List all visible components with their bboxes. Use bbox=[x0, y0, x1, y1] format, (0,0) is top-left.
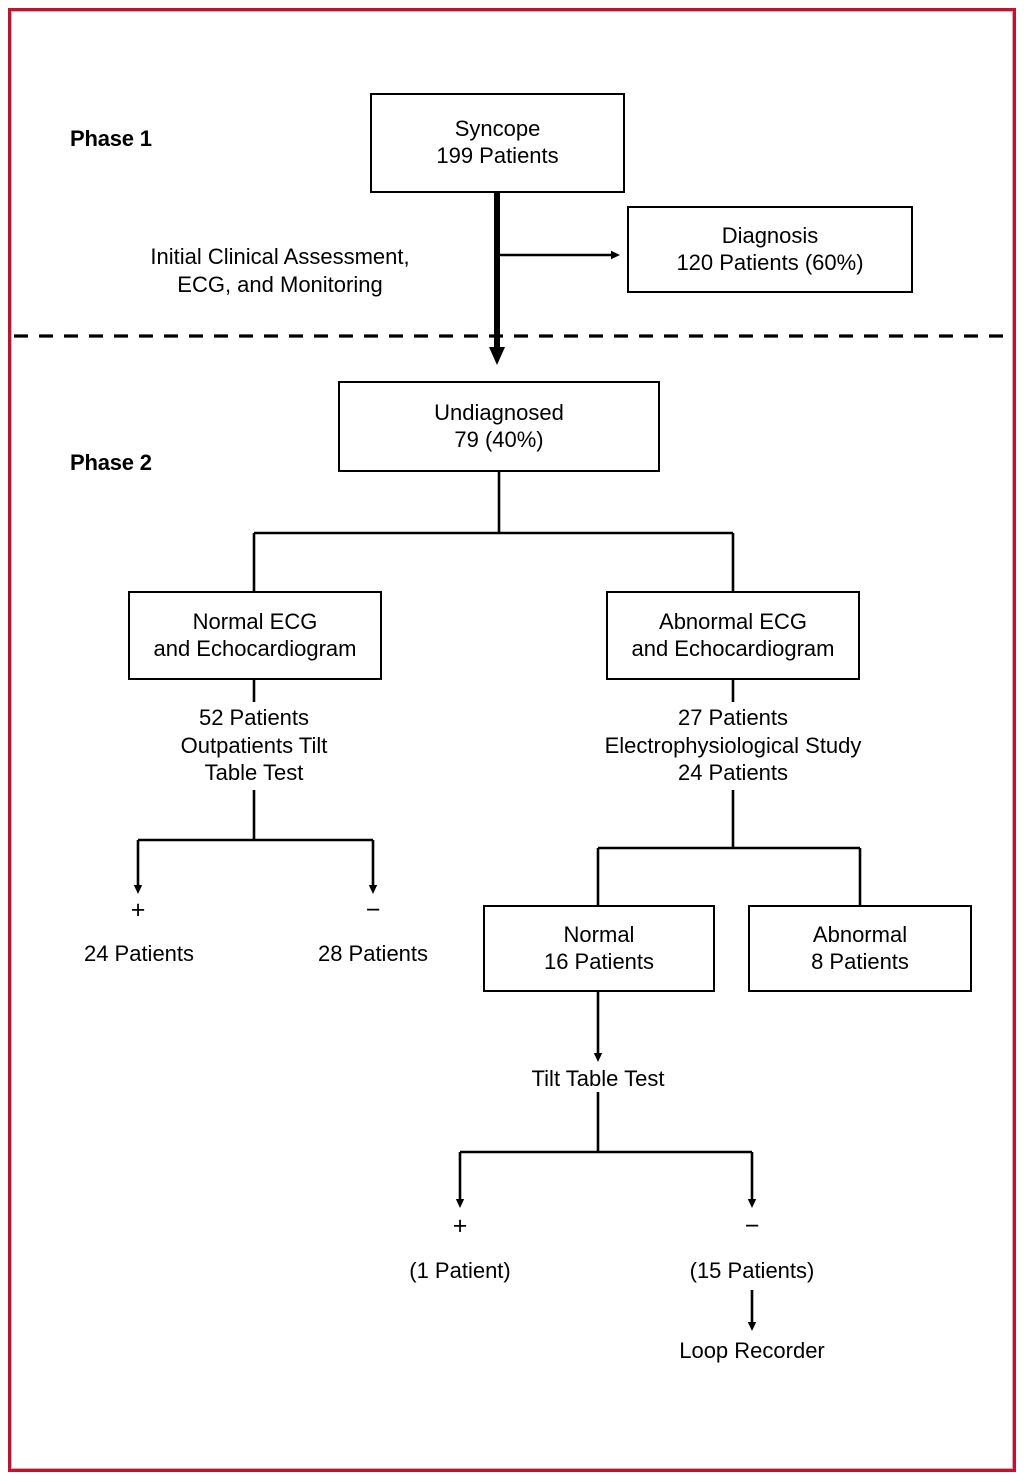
bottom-positive-sign: + bbox=[452, 1212, 468, 1240]
node-diagnosis-line2: 120 Patients (60%) bbox=[676, 249, 864, 275]
annotation-initial-assessment: Initial Clinical Assessment, ECG, and Mo… bbox=[135, 243, 425, 298]
annotation-tilt-table-test: Tilt Table Test bbox=[531, 1066, 665, 1091]
node-abnormal-ecg-line1: Abnormal ECG bbox=[659, 608, 807, 634]
phase-1-label: Phase 1 bbox=[70, 126, 152, 151]
node-abnormal-ecg[interactable]: Abnormal ECG and Echocardiogram bbox=[606, 591, 860, 680]
node-syncope[interactable]: Syncope 199 Patients bbox=[370, 93, 625, 193]
annotation-right-detail-line1: 27 Patients bbox=[677, 705, 789, 730]
bottom-negative-count: (15 Patients) bbox=[689, 1258, 815, 1283]
annotation-initial-assessment-line1: Initial Clinical Assessment, bbox=[150, 244, 410, 269]
left-positive-sign: + bbox=[130, 896, 146, 924]
annotation-loop-recorder: Loop Recorder bbox=[679, 1338, 825, 1363]
node-normal-ecg-line2: and Echocardiogram bbox=[153, 635, 357, 661]
bottom-negative-sign: − bbox=[744, 1212, 760, 1240]
node-abnormal-ecg-line2: and Echocardiogram bbox=[631, 635, 835, 661]
node-undiagnosed[interactable]: Undiagnosed 79 (40%) bbox=[338, 381, 660, 472]
node-normal-ecg-line1: Normal ECG bbox=[192, 608, 318, 634]
bottom-positive-count: (1 Patient) bbox=[409, 1258, 511, 1283]
figure-frame-inner bbox=[11, 11, 1013, 1469]
left-negative-count: 28 Patients bbox=[317, 941, 429, 966]
figure-frame-outer bbox=[8, 8, 1016, 1472]
phase-2-label: Phase 2 bbox=[70, 450, 152, 475]
annotation-initial-assessment-line2: ECG, and Monitoring bbox=[177, 271, 383, 297]
left-positive-count: 24 Patients bbox=[83, 941, 195, 966]
node-eps-normal[interactable]: Normal 16 Patients bbox=[483, 905, 715, 992]
annotation-left-branch-detail: 52 Patients Outpatients Tilt Table Test bbox=[104, 704, 404, 787]
left-negative-sign: − bbox=[365, 896, 381, 924]
node-undiagnosed-line2: 79 (40%) bbox=[454, 426, 544, 452]
node-normal-ecg[interactable]: Normal ECG and Echocardiogram bbox=[128, 591, 382, 680]
node-diagnosis-line1: Diagnosis bbox=[721, 222, 819, 248]
node-syncope-line2: 199 Patients bbox=[436, 143, 559, 168]
annotation-left-detail-line2: Outpatients Tilt bbox=[180, 732, 328, 758]
node-diagnosis[interactable]: Diagnosis 120 Patients (60%) bbox=[627, 206, 913, 293]
annotation-right-detail-line3: 24 Patients bbox=[677, 760, 789, 785]
node-eps-abnormal-line2: 8 Patients bbox=[811, 948, 909, 974]
annotation-right-detail-line2: Electrophysiological Study bbox=[604, 732, 862, 758]
node-syncope-line1: Syncope bbox=[454, 116, 541, 142]
node-eps-normal-line1: Normal bbox=[563, 921, 635, 947]
node-eps-normal-line2: 16 Patients bbox=[543, 948, 655, 974]
annotation-right-branch-detail: 27 Patients Electrophysiological Study 2… bbox=[583, 704, 883, 787]
node-eps-abnormal[interactable]: Abnormal 8 Patients bbox=[748, 905, 972, 992]
annotation-left-detail-line1: 52 Patients bbox=[198, 705, 310, 730]
annotation-left-detail-line3: Table Test bbox=[204, 760, 304, 785]
node-eps-abnormal-line1: Abnormal bbox=[812, 921, 908, 947]
node-undiagnosed-line1: Undiagnosed bbox=[434, 399, 564, 425]
